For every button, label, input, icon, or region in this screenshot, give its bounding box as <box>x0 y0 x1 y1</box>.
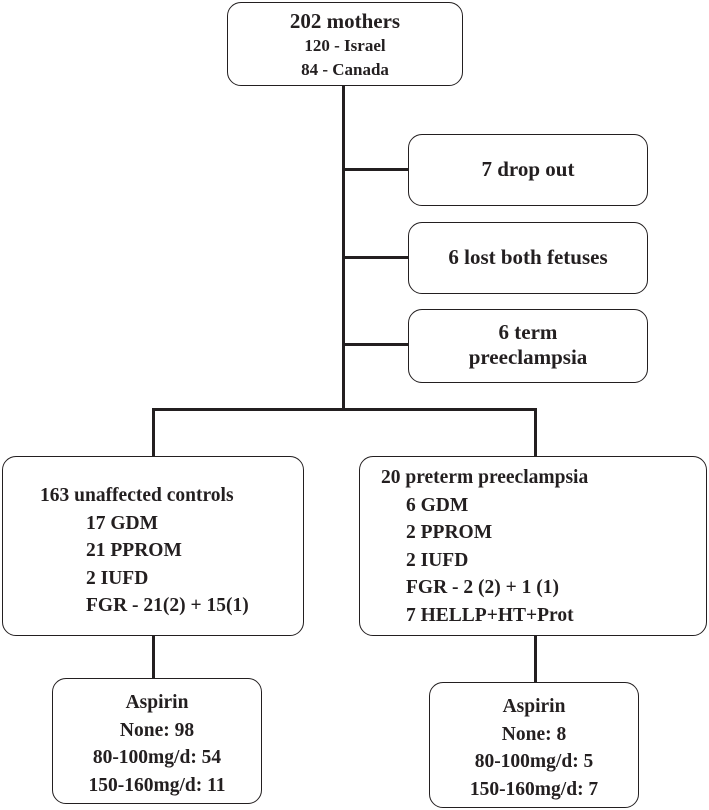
controls-aspirin-title: Aspirin <box>125 692 189 713</box>
preeclampsia-aspirin-box: Aspirin None: 8 80-100mg/d: 5 150-160mg/… <box>429 682 639 808</box>
controls-fgr: FGR - 21(2) + 15(1) <box>86 595 249 616</box>
preeclampsia-aspirin-none: None: 8 <box>501 723 567 745</box>
preeclampsia-iufd: 2 IUFD <box>406 549 469 571</box>
drop-out-label: 7 drop out <box>481 157 575 181</box>
preeclampsia-fgr: FGR - 2 (2) + 1 (1) <box>406 577 559 598</box>
controls-group-box: 163 unaffected controls 17 GDM 21 PPROM … <box>2 456 304 636</box>
right-drop-line <box>534 408 537 456</box>
branch-line-lost-fetuses <box>342 256 408 259</box>
lost-fetuses-box: 6 lost both fetuses <box>408 222 648 294</box>
preeclampsia-group-title: 20 preterm preeclampsia <box>381 467 589 488</box>
controls-aspirin-low-dose: 80-100mg/d: 54 <box>92 747 222 768</box>
preeclampsia-group-box: 20 preterm preeclampsia 6 GDM 2 PPROM 2 … <box>359 456 707 636</box>
left-drop-line <box>152 408 155 456</box>
term-preeclampsia-box: 6 term preeclampsia <box>408 309 648 383</box>
split-line <box>152 408 537 411</box>
term-preeclampsia-line-2: preeclampsia <box>468 345 588 369</box>
left-aspirin-line <box>152 636 155 678</box>
lost-fetuses-label: 6 lost both fetuses <box>448 245 608 269</box>
right-aspirin-line <box>534 636 537 682</box>
israel-count: 120 - Israel <box>304 36 386 55</box>
controls-gdm: 17 GDM <box>86 512 159 534</box>
preeclampsia-pprom: 2 PPROM <box>406 522 493 543</box>
controls-aspirin-high-dose: 150-160mg/d: 11 <box>88 774 226 796</box>
trunk-line <box>342 86 345 411</box>
term-preeclampsia-line-1: 6 term <box>498 320 558 344</box>
preeclampsia-aspirin-title: Aspirin <box>502 696 566 717</box>
preeclampsia-gdm: 6 GDM <box>406 494 469 516</box>
preeclampsia-aspirin-low-dose: 80-100mg/d: 5 <box>474 751 594 772</box>
canada-count: 84 - Canada <box>301 60 389 79</box>
controls-aspirin-box: Aspirin None: 98 80-100mg/d: 54 150-160m… <box>52 678 262 804</box>
total-mothers-box: 202 mothers 120 - Israel 84 - Canada <box>227 2 463 86</box>
branch-line-term-preeclampsia <box>342 343 408 346</box>
preeclampsia-hellp: 7 HELLP+HT+Prot <box>406 604 574 626</box>
controls-pprom: 21 PPROM <box>86 540 182 561</box>
controls-group-title: 163 unaffected controls <box>40 485 234 506</box>
branch-line-drop-out <box>342 168 408 171</box>
drop-out-box: 7 drop out <box>408 134 648 206</box>
controls-aspirin-none: None: 98 <box>119 719 195 741</box>
total-mothers-title: 202 mothers <box>289 9 401 33</box>
controls-iufd: 2 IUFD <box>86 567 149 589</box>
preeclampsia-aspirin-high-dose: 150-160mg/d: 7 <box>469 778 599 800</box>
